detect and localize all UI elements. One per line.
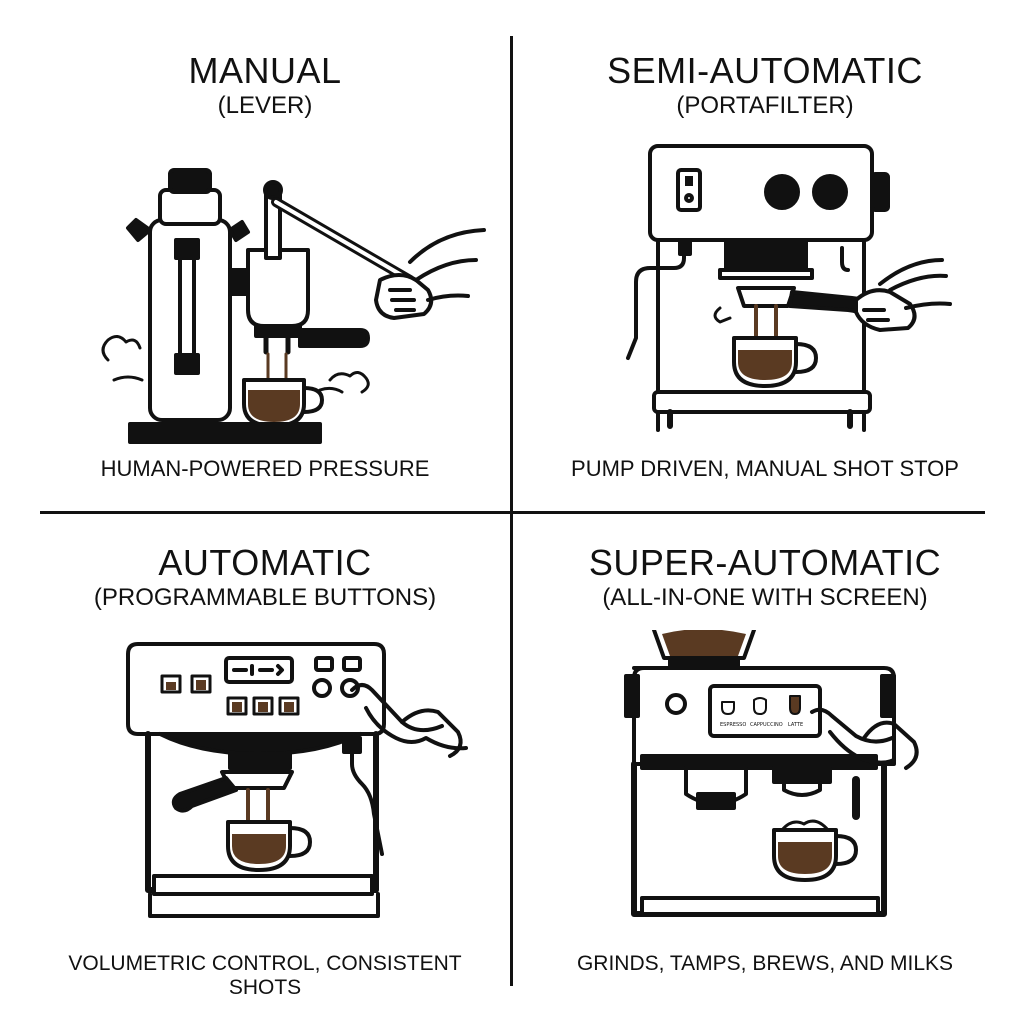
hand-icon bbox=[350, 683, 468, 758]
screen-option-label: LATTE bbox=[788, 722, 803, 728]
panel-caption: PUMP DRIVEN, MANUAL SHOT STOP bbox=[571, 456, 959, 481]
panel-subtitle: (LEVER) bbox=[217, 92, 313, 119]
round-button-icon bbox=[665, 693, 687, 715]
steam-icon bbox=[101, 335, 370, 394]
lever-arm bbox=[263, 180, 415, 285]
hand-icon bbox=[854, 258, 952, 332]
hand-icon bbox=[374, 228, 486, 320]
power-switch-icon bbox=[676, 168, 702, 212]
panel-subtitle: (PROGRAMMABLE BUTTONS) bbox=[93, 584, 437, 611]
portafilter-machine-illustration bbox=[626, 144, 952, 432]
panel-title: MANUAL bbox=[188, 50, 342, 91]
panel-caption: VOLUMETRIC CONTROL, CONSISTENT SHOTS bbox=[68, 952, 462, 999]
screen-option-label: ESPRESSO bbox=[720, 722, 746, 728]
panel-semi-automatic: SEMI-AUTOMATIC (PORTAFILTER) bbox=[530, 40, 1000, 510]
cup bbox=[242, 378, 324, 428]
panel-super-automatic: SUPER-AUTOMATIC (ALL-IN-ONE WITH SCREEN) bbox=[530, 530, 1000, 1000]
cup-button-icon bbox=[160, 674, 300, 716]
cup bbox=[772, 819, 858, 882]
panel-title: AUTOMATIC bbox=[158, 542, 372, 583]
round-button-icon bbox=[312, 678, 332, 698]
steam-wand bbox=[342, 736, 384, 856]
super-automatic-machine-illustration: ESPRESSO CAPPUCCINO LATTE bbox=[624, 630, 919, 917]
panel-title: SEMI-AUTOMATIC bbox=[607, 50, 923, 91]
steam-wand bbox=[626, 238, 692, 360]
knob-icon bbox=[812, 174, 848, 210]
panel-manual: MANUAL (LEVER) bbox=[30, 40, 500, 510]
screen-cup-icon bbox=[721, 695, 801, 715]
knob-icon bbox=[764, 174, 800, 210]
panel-subtitle: (ALL-IN-ONE WITH SCREEN) bbox=[602, 584, 928, 611]
cup bbox=[732, 336, 818, 388]
hand-icon bbox=[810, 707, 919, 770]
cup bbox=[226, 820, 312, 872]
bean-hopper-icon bbox=[652, 630, 756, 670]
horizontal-divider bbox=[40, 511, 985, 514]
panel-caption: HUMAN-POWERED PRESSURE bbox=[100, 456, 430, 481]
lever-machine-illustration bbox=[101, 168, 486, 444]
panel-caption: GRINDS, TAMPS, BREWS, AND MILKS bbox=[576, 952, 954, 975]
panel-title: SUPER-AUTOMATIC bbox=[588, 542, 942, 583]
automatic-machine-illustration bbox=[126, 642, 468, 918]
screen-option-label: CAPPUCCINO bbox=[750, 722, 783, 728]
panel-subtitle: (PORTAFILTER) bbox=[676, 92, 854, 119]
panel-automatic: AUTOMATIC (PROGRAMMABLE BUTTONS) bbox=[30, 530, 500, 1000]
boiler bbox=[126, 168, 250, 422]
